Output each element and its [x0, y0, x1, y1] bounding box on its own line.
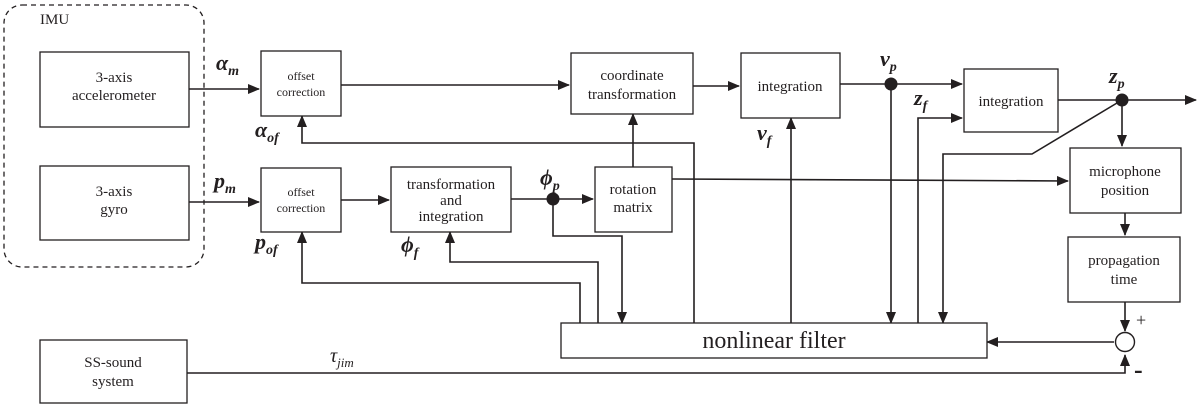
block-integration-1: integration	[740, 52, 841, 119]
summing-junction	[1114, 331, 1136, 353]
block-rotation-matrix: rotation matrix	[594, 166, 673, 233]
label-tau-jim: τjim	[330, 345, 354, 370]
imu-group	[3, 4, 205, 268]
mic-line-2: position	[1101, 183, 1150, 199]
gyro-line-2: gyro	[100, 202, 128, 218]
label-z-f: zf	[913, 85, 929, 114]
sum-plus-sign: +	[1136, 310, 1146, 330]
offset-gyro-line-1: offset	[287, 185, 315, 199]
label-p-of: pof	[253, 229, 279, 258]
label-v-f: vf	[757, 120, 773, 149]
label-v-p: vp	[880, 46, 897, 75]
label-z-p: zp	[1108, 63, 1125, 92]
label-alpha-of: αof	[255, 117, 280, 146]
label-alpha-m: αm	[216, 50, 239, 79]
sum-minus-sign: -	[1134, 355, 1143, 384]
accelerometer-line-1: 3-axis	[96, 70, 133, 86]
block-offset-correction-gyro: offset correction	[260, 167, 342, 233]
label-p-m: pm	[212, 168, 236, 197]
coord-line-2: transformation	[588, 87, 677, 103]
block-integration-2: integration	[963, 68, 1059, 133]
trans-integ-line-2: and	[440, 193, 462, 209]
nonlinear-filter-label: nonlinear filter	[702, 328, 845, 354]
junction-vp	[884, 77, 898, 91]
block-coordinate-transformation: coordinate transformation	[570, 52, 694, 115]
prop-line-1: propagation	[1088, 253, 1160, 269]
block-offset-correction-acc: offset correction	[260, 50, 342, 117]
offset-acc-line-1: offset	[287, 69, 315, 83]
rotation-line-2: matrix	[613, 200, 653, 216]
rotation-line-1: rotation	[610, 182, 657, 198]
block-gyro: 3-axis gyro	[39, 165, 190, 241]
trans-integ-line-3: integration	[419, 209, 484, 225]
block-microphone-position: microphone position	[1069, 147, 1182, 214]
imu-label: IMU	[40, 12, 69, 28]
accelerometer-line-2: accelerometer	[72, 88, 156, 104]
block-transformation-integration: transformation and integration	[390, 166, 512, 233]
block-nonlinear-filter: nonlinear filter	[560, 322, 988, 359]
integration-2-label: integration	[979, 94, 1044, 110]
junction-zp	[1115, 93, 1129, 107]
label-phi-f: ϕf	[401, 232, 420, 261]
integration-1-label: integration	[758, 79, 823, 95]
offset-gyro-line-2: correction	[277, 201, 326, 215]
trans-integ-line-1: transformation	[407, 177, 496, 193]
block-ss-sound-system: SS-sound system	[39, 339, 188, 404]
mic-line-1: microphone	[1089, 164, 1161, 180]
sound-line-2: system	[92, 374, 134, 390]
sound-line-1: SS-sound	[84, 355, 142, 371]
coord-line-1: coordinate	[600, 68, 664, 84]
block-accelerometer: 3-axis accelerometer	[39, 51, 190, 128]
junction-phi-p	[546, 192, 560, 206]
block-propagation-time: propagation time	[1067, 236, 1181, 303]
gyro-line-1: 3-axis	[96, 184, 133, 200]
prop-line-2: time	[1111, 272, 1138, 288]
label-phi-p: ϕp	[540, 165, 560, 194]
offset-acc-line-2: correction	[277, 85, 326, 99]
